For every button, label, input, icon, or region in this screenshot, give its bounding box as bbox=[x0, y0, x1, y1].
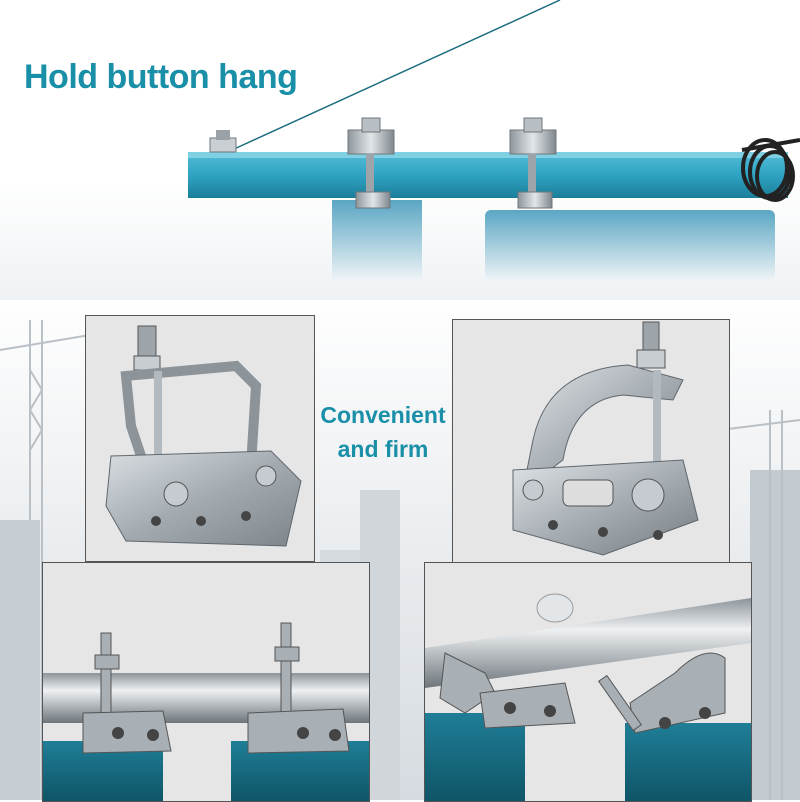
hero-section bbox=[0, 0, 800, 300]
pipe-clamp-icon bbox=[512, 321, 699, 556]
headline: Hold button hang bbox=[24, 58, 298, 96]
photo-hanger-clamps-on-pipe bbox=[42, 562, 370, 802]
photo-pipe-clamp bbox=[452, 319, 730, 563]
caption: Convenient and firm bbox=[308, 398, 458, 466]
hanger-clamp-icon bbox=[105, 325, 302, 547]
caption-line-1: Convenient bbox=[320, 402, 446, 428]
pipe-scene-icon bbox=[43, 622, 369, 801]
rail-illustration bbox=[188, 0, 800, 280]
hanger-clamp-icon bbox=[209, 130, 237, 153]
photo-hanger-clamp bbox=[85, 315, 315, 562]
pipe-clamp-icon bbox=[425, 593, 751, 801]
caption-line-2: and firm bbox=[337, 436, 429, 462]
photo-pipe-clamps-on-rail bbox=[424, 562, 752, 802]
